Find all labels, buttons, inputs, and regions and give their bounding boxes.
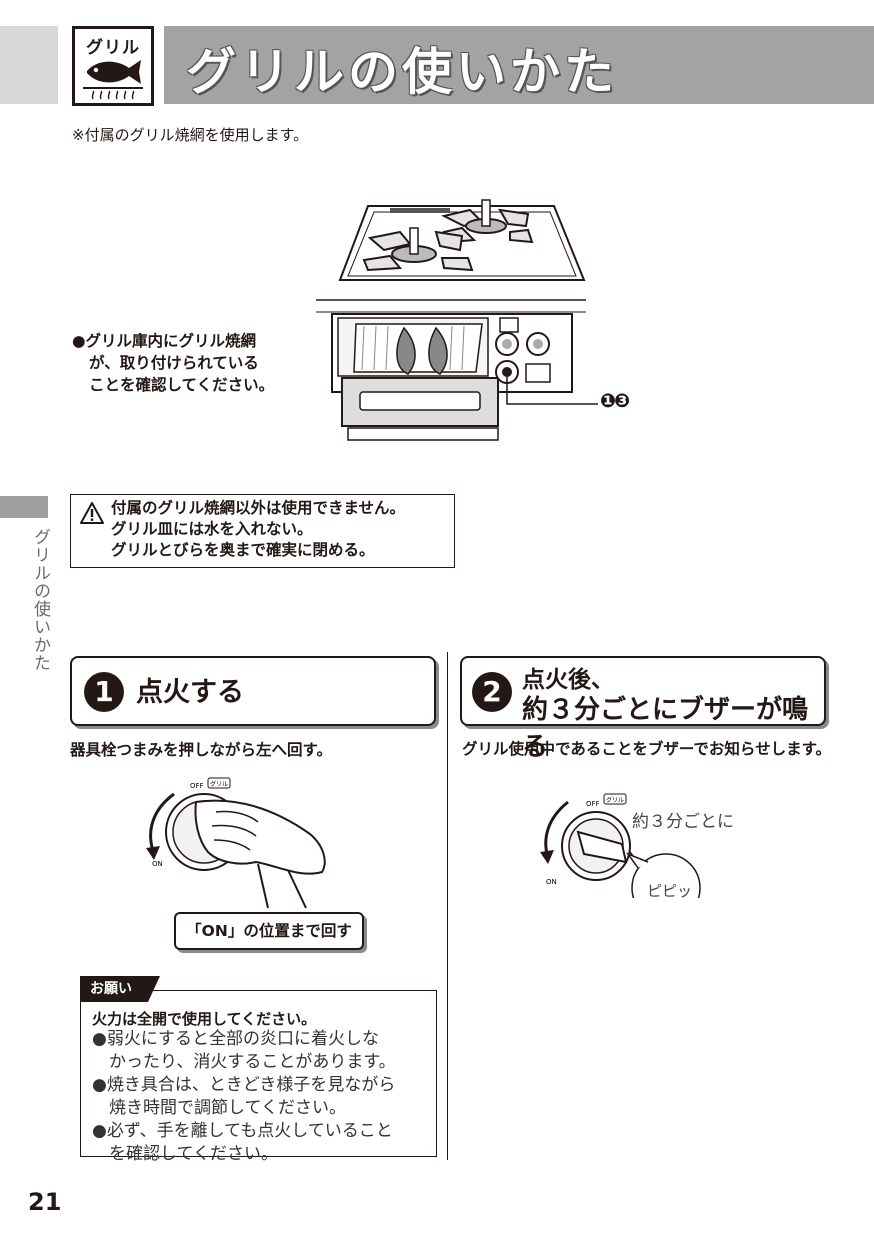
step1-title: 点火する — [136, 677, 244, 708]
knob2-grill-label: グリル — [606, 796, 624, 804]
warning-box: 付属のグリル焼網以外は使用できません。 グリル皿には水を入れない。 グリルとびら… — [70, 494, 455, 568]
request-item: を確認してください。 — [92, 1144, 278, 1164]
knob-turn-illustration: OFF グリル ON — [146, 777, 326, 909]
step1-number: 1 — [84, 672, 124, 712]
grill-logo: グリル — [72, 26, 154, 106]
request-item: ●必ず、手を離しても点火していること — [92, 1121, 393, 1141]
knob2-off-label: OFF — [586, 800, 600, 808]
on-position-label: 「ON」の位置まで回す — [174, 912, 364, 950]
request-item: ●弱火にすると全部の炎口に着火しな — [92, 1029, 380, 1049]
check-line: ●グリル庫内にグリル焼網 — [72, 332, 257, 350]
knob2-on-label: ON — [546, 878, 557, 886]
request-item: ●焼き具合は、ときどき様子を見ながら — [92, 1075, 396, 1095]
page-title: グリルの使いかた — [186, 43, 618, 101]
knob-on-label: ON — [152, 860, 163, 868]
request-item: 焼き時間で調節してください。 — [92, 1098, 346, 1118]
step2-header: 2 点火後、 約３分ごとにブザーが鳴る — [460, 656, 826, 762]
knob-callout-numbers: ❶❸ — [600, 390, 630, 412]
title-bar: グリルの使いかた — [164, 26, 874, 104]
step1-description: 器具栓つまみを押しながら左へ回す。 — [70, 741, 332, 759]
request-tab-tail — [148, 976, 160, 1002]
gas-stove-illustration — [316, 199, 598, 441]
request-list: ●弱火にすると全部の炎口に着火しな かったり、消火することがあります。 ●焼き具… — [92, 1028, 396, 1166]
step2-title-line1: 点火後、 — [522, 667, 614, 693]
beep-sound-text: ピピッ — [647, 882, 693, 900]
knob-grill-label: グリル — [210, 780, 228, 788]
side-tab-marker — [0, 496, 48, 518]
step2-number: 2 — [472, 672, 512, 712]
grill-net-check-instruction: ●グリル庫内にグリル焼網 が、取り付けられている ことを確認してください。 — [72, 330, 274, 396]
warning-icon — [80, 502, 104, 524]
buzzer-interval-text: 約３分ごとに — [632, 812, 734, 832]
fish-icon — [83, 60, 143, 100]
warning-line: 付属のグリル焼網以外は使用できません。 — [111, 499, 406, 517]
warning-line: グリルとびらを奥まで確実に閉める。 — [111, 541, 375, 559]
request-tab: お願い — [80, 976, 148, 1002]
request-box — [80, 990, 437, 1157]
column-divider — [447, 652, 448, 1160]
chapter-tab-block — [0, 26, 58, 104]
request-item: かったり、消火することがあります。 — [92, 1052, 396, 1072]
step2-description: グリル使用中であることをブザーでお知らせします。 — [462, 740, 832, 758]
grill-net-note: ※付属のグリル焼網を使用します。 — [72, 126, 309, 144]
step1-header: 1 点火する — [70, 656, 436, 726]
check-line: ことを確認してください。 — [89, 376, 275, 394]
check-line: が、取り付けられている — [89, 354, 259, 372]
page-number: 21 — [28, 1188, 62, 1216]
step2-title-line2: 約３分ごとにブザーが鳴る — [522, 695, 809, 762]
logo-text: グリル — [86, 38, 140, 58]
side-chapter-label: グリルの使いかた — [30, 528, 50, 672]
knob-off-label: OFF — [190, 782, 204, 790]
warning-line: グリル皿には水を入れない。 — [111, 520, 313, 538]
request-lead: 火力は全開で使用してください。 — [92, 1010, 317, 1028]
buzzer-knob-illustration: OFF グリル ON — [540, 793, 701, 898]
